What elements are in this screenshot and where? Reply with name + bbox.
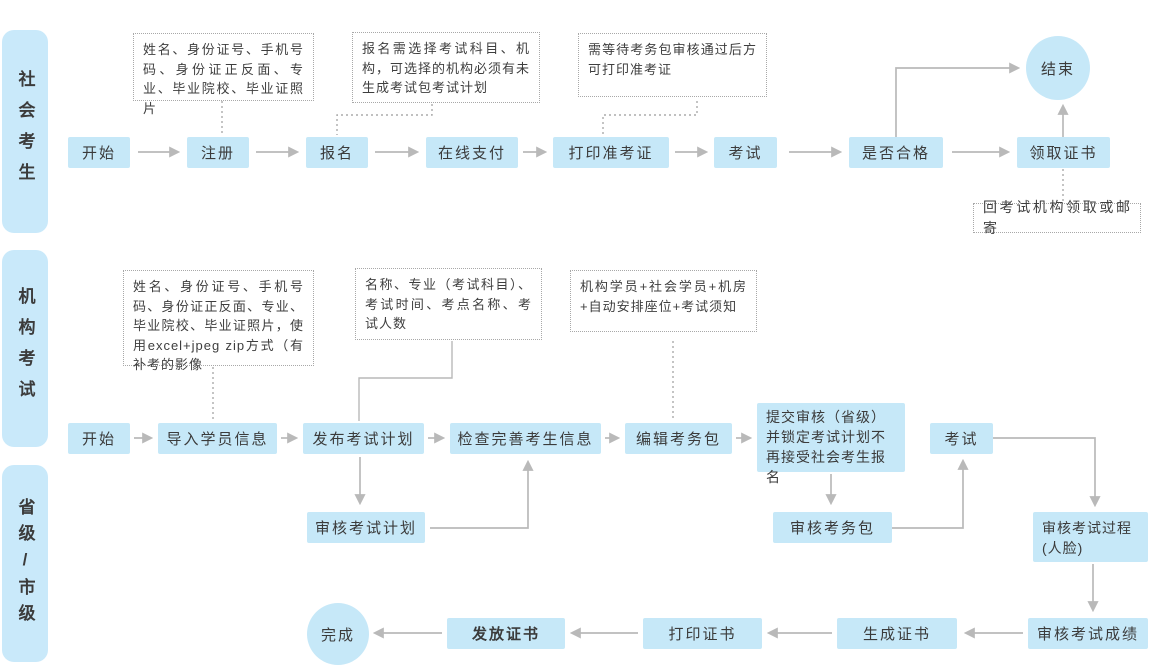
- node-issue-cert: 发放证书: [447, 618, 565, 649]
- node-submit-audit: 提交审核（省级）并锁定考试计划不再接受社会考生报名: [757, 403, 905, 485]
- node-print-cert: 打印证书: [643, 618, 762, 649]
- note-register-info: 姓名、身份证号、手机号码、身份证正反面、专业、毕业院校、毕业证照片: [133, 33, 314, 116]
- node-org-exam: 考试: [930, 423, 993, 454]
- node-print-admission-ticket: 打印准考证: [553, 137, 669, 168]
- node-check-info: 检查完善考生信息: [450, 423, 601, 454]
- lane-institution-exam: 机构考试: [2, 250, 48, 447]
- node-publish-plan: 发布考试计划: [303, 423, 424, 454]
- note-admission-rule: 需等待考务包审核通过后方可打印准考证: [578, 33, 767, 97]
- node-signup: 报名: [306, 137, 368, 168]
- note-plan-info: 名称、专业（考试科目）、考试时间、考点名称、考试人数: [355, 268, 542, 340]
- node-pass-check: 是否合格: [849, 137, 943, 168]
- node-audit-score: 审核考试成绩: [1028, 618, 1148, 649]
- node-online-pay: 在线支付: [426, 137, 518, 168]
- node-receive-cert: 领取证书: [1017, 137, 1110, 168]
- node-audit-process: 审核考试过程(人脸): [1033, 512, 1148, 562]
- node-social-exam: 考试: [714, 137, 777, 168]
- lane-provincial-municipal: 省级/市级: [2, 465, 48, 662]
- node-social-start: 开始: [68, 137, 130, 168]
- node-done-circle: 完成: [307, 603, 369, 665]
- node-register: 注册: [187, 137, 249, 168]
- node-generate-cert: 生成证书: [837, 618, 957, 649]
- node-org-start: 开始: [68, 423, 130, 454]
- note-signup-rule: 报名需选择考试科目、机构，可选择的机构必须有未生成考试包考试计划: [352, 32, 540, 103]
- lane-social-candidate: 社会考生: [2, 30, 48, 233]
- node-import-students: 导入学员信息: [158, 423, 277, 454]
- node-end-circle: 结束: [1026, 36, 1090, 100]
- node-audit-pack: 审核考务包: [773, 512, 892, 543]
- node-edit-pack: 编辑考务包: [625, 423, 732, 454]
- node-audit-plan: 审核考试计划: [307, 512, 425, 543]
- note-import-info: 姓名、身份证号、手机号码、身份证正反面、专业、毕业院校、毕业证照片，使用exce…: [123, 270, 314, 372]
- note-pack-info: 机构学员+社会学员+机房+自动安排座位+考试须知: [570, 270, 757, 332]
- note-receive-way: 回考试机构领取或邮寄: [973, 199, 1141, 236]
